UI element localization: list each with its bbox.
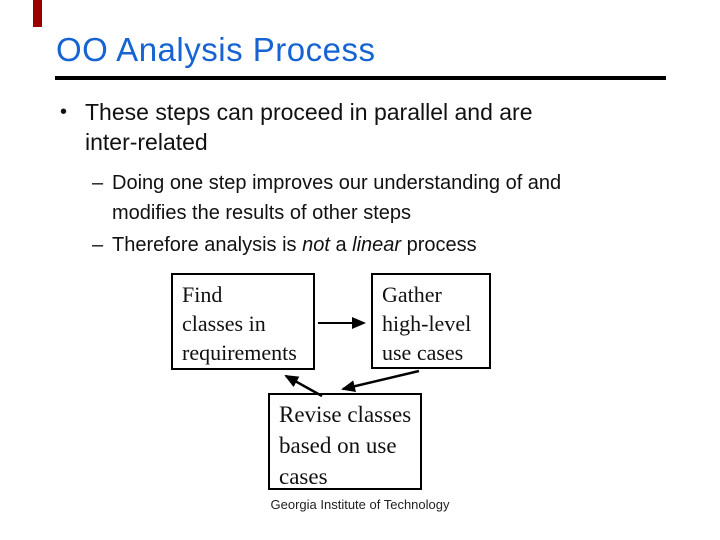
italic-word-not: not bbox=[302, 234, 330, 256]
box-line: use cases bbox=[382, 340, 464, 365]
title-underline-rule bbox=[55, 76, 666, 80]
dash-marker: – bbox=[92, 172, 104, 194]
text-segment: a bbox=[329, 234, 353, 256]
bullet-text-line-2: inter-related bbox=[85, 129, 208, 155]
sub-bullet-not-linear: – Therefore analysis is not a linear pro… bbox=[92, 230, 477, 260]
italic-word-linear: linear bbox=[352, 234, 402, 256]
dash-marker: – bbox=[92, 234, 104, 256]
bullet-dot-marker: • bbox=[60, 101, 68, 123]
bullet-item-parallel: • These steps can proceed in parallel an… bbox=[60, 97, 533, 157]
sub-bullet-text-line: Therefore analysis is not a linear proce… bbox=[112, 230, 477, 260]
box-line: Gather bbox=[382, 282, 442, 307]
box-line: classes in bbox=[182, 311, 266, 336]
bullet-text-line-1: These steps can proceed in parallel and … bbox=[85, 99, 533, 125]
box-line: high-level bbox=[382, 311, 472, 336]
box-line: Revise classes bbox=[279, 402, 412, 427]
arrow-gather-to-revise-icon bbox=[341, 369, 420, 393]
slide-footer: Georgia Institute of Technology bbox=[270, 497, 450, 512]
sub-bullet-text-line-2: modifies the results of other steps bbox=[112, 202, 412, 224]
sub-bullet-text: Therefore analysis is not a linear proce… bbox=[112, 230, 477, 260]
box-line: based on use bbox=[279, 433, 397, 458]
text-segment: Therefore analysis is bbox=[112, 234, 303, 256]
box-gather-use-cases: Gather high-level use cases bbox=[371, 273, 491, 369]
bullet-text: These steps can proceed in parallel and … bbox=[85, 97, 533, 157]
box-line: requirements bbox=[182, 340, 297, 365]
page-title: OO Analysis Process bbox=[56, 31, 376, 68]
box-line: Find bbox=[182, 282, 223, 307]
box-find-classes: Find classes in requirements bbox=[171, 273, 315, 370]
red-accent-bar bbox=[33, 0, 42, 27]
box-line: cases bbox=[279, 464, 328, 489]
sub-bullet-text-line-1: Doing one step improves our understandin… bbox=[112, 172, 562, 194]
sub-bullet-text: Doing one step improves our understandin… bbox=[112, 168, 561, 228]
box-revise-classes: Revise classes based on use cases bbox=[268, 393, 422, 490]
sub-bullet-doing-one-step: – Doing one step improves our understand… bbox=[92, 168, 561, 228]
text-segment: process bbox=[401, 234, 477, 256]
